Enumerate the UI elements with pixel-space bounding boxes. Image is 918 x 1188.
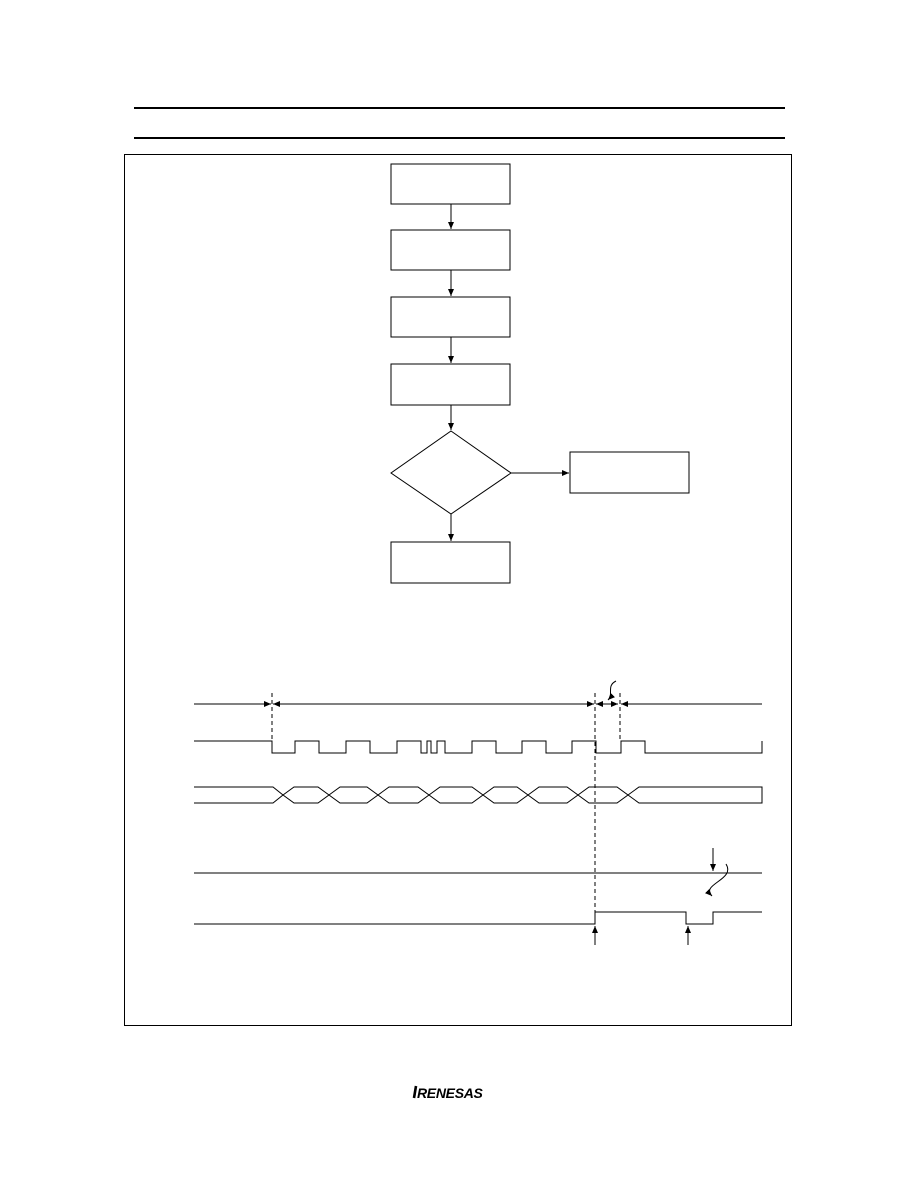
flow-step-2-box xyxy=(390,229,511,271)
header-rule-top xyxy=(134,107,785,109)
data-bus-waveform xyxy=(194,786,763,804)
flowchart xyxy=(390,163,690,584)
flow-step-3-box xyxy=(390,296,511,338)
data-cell-5 xyxy=(482,786,529,804)
interval-callout-curve xyxy=(607,680,617,701)
data-cell-6 xyxy=(527,786,579,804)
data-cell-1 xyxy=(282,786,330,804)
status-waveform xyxy=(194,911,762,925)
figure-frame xyxy=(124,154,792,1026)
renesas-logo-mark: RENESAS xyxy=(412,1085,484,1101)
renesas-logo: RENESAS xyxy=(412,1082,508,1102)
data-cell-2 xyxy=(328,786,379,804)
data-cell-4 xyxy=(428,786,484,804)
clock-waveform xyxy=(194,740,763,754)
timing-diagram xyxy=(194,680,763,945)
flow-side-step-box xyxy=(569,451,690,494)
data-cell-tail xyxy=(627,786,763,804)
flow-step-1-box xyxy=(390,163,511,205)
flow-final-step-box xyxy=(390,541,511,584)
flow-decision-diamond xyxy=(390,430,512,515)
flow-step-4-box xyxy=(390,363,511,406)
data-cell-3 xyxy=(377,786,430,804)
renesas-logo-text: RENESAS xyxy=(417,1085,484,1101)
data-cell-7 xyxy=(577,786,629,804)
header-rule-bottom xyxy=(134,137,785,139)
flag-callout-curve xyxy=(704,863,729,897)
